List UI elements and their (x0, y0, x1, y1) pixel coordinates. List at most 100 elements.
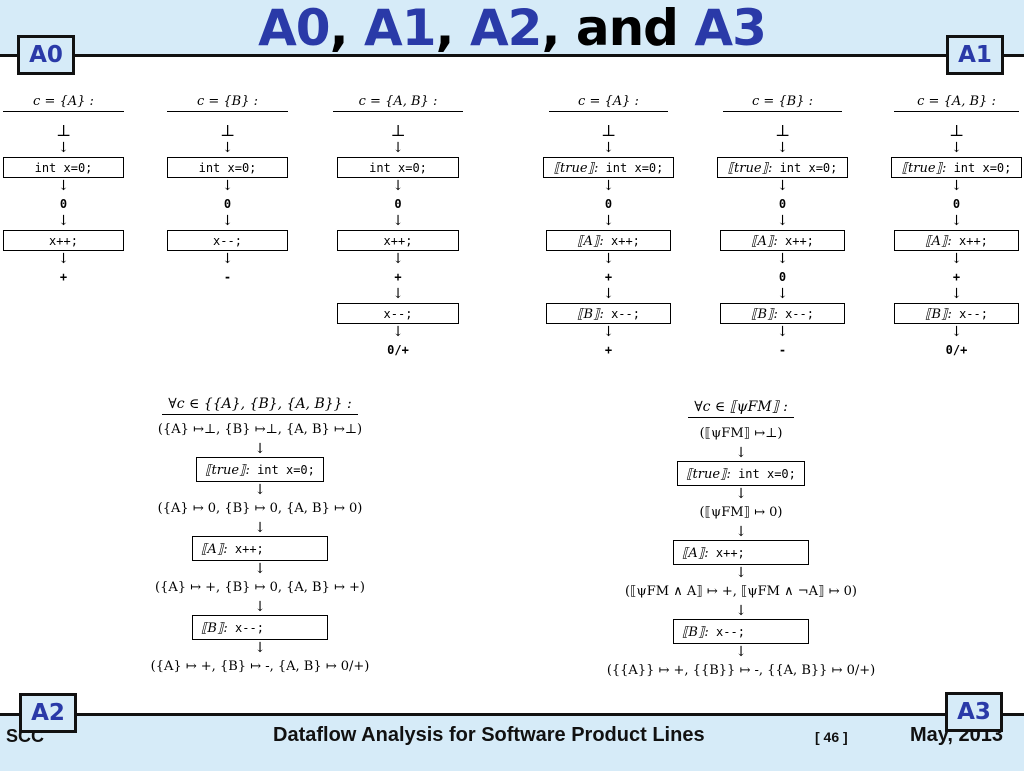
environment-value: ({A} ↦ +, {B} ↦ -, {A, B} ↦ 0/+) (150, 659, 370, 674)
down-arrow-icon: ↓ (392, 324, 404, 340)
down-arrow-icon: ↓ (950, 213, 963, 229)
down-arrow-icon: ↓ (602, 251, 615, 267)
down-arrow-icon: ↓ (221, 251, 234, 267)
down-arrow-icon: ↓ (950, 140, 963, 156)
statement-code: x--; (708, 625, 745, 639)
down-arrow-icon: ↓ (392, 251, 404, 267)
statement-node: x++; (3, 230, 124, 251)
statement-node: int x=0; (3, 157, 124, 178)
a2-header: ∀c ∈ {{A}, {B}, {A, B}} : (162, 396, 358, 415)
statement-node: ⟦true⟧: int x=0; (717, 157, 848, 178)
down-arrow-icon: ↓ (776, 286, 789, 302)
feature-annotation: ⟦B⟧: (201, 621, 228, 636)
a1-column-a: c = {A} : ⊥ ↓ ⟦true⟧: int x=0; ↓ 0 ↓ ⟦A⟧… (543, 94, 674, 359)
title-a3: A3 (694, 0, 766, 57)
corner-tag-a2: A2 (19, 693, 77, 733)
down-arrow-icon: ↓ (735, 445, 747, 461)
statement-code: x--; (227, 621, 264, 635)
down-arrow-icon: ↓ (950, 251, 963, 267)
down-arrow-icon: ↓ (602, 178, 615, 194)
lattice-value: 0 (778, 197, 787, 211)
down-arrow-icon: ↓ (602, 213, 615, 229)
statement-node: ⟦true⟧: int x=0; (196, 457, 324, 482)
down-arrow-icon: ↓ (254, 640, 266, 656)
down-arrow-icon: ↓ (392, 286, 404, 302)
statement-code: x++; (951, 234, 988, 248)
down-arrow-icon: ↓ (57, 178, 70, 194)
environment-value: (⟦ψFM⟧ ↦ 0) (699, 505, 783, 520)
down-arrow-icon: ↓ (254, 599, 266, 615)
column-header: c = {A} : (549, 94, 668, 112)
statement-code: x++; (603, 234, 640, 248)
down-arrow-icon: ↓ (776, 213, 789, 229)
down-arrow-icon: ↓ (392, 140, 404, 156)
feature-annotation: ⟦B⟧: (577, 307, 604, 322)
down-arrow-icon: ↓ (392, 213, 404, 229)
down-arrow-icon: ↓ (735, 524, 747, 540)
lattice-value: + (952, 270, 961, 284)
a1-column-b: c = {B} : ⊥ ↓ ⟦true⟧: int x=0; ↓ 0 ↓ ⟦A⟧… (717, 94, 848, 359)
feature-annotation: ⟦true⟧: (553, 161, 599, 176)
lattice-value: + (604, 343, 613, 357)
down-arrow-icon: ↓ (254, 561, 266, 577)
statement-code: x--; (951, 307, 988, 321)
title-band (0, 0, 1024, 57)
feature-annotation: ⟦A⟧: (925, 234, 952, 249)
title-and: , and (541, 0, 679, 57)
statement-node: x--; (337, 303, 459, 324)
environment-value: ({A} ↦ 0, {B} ↦ 0, {A, B} ↦ 0) (157, 501, 363, 516)
title-comma-2: , (435, 0, 455, 57)
lattice-value: 0/+ (945, 343, 968, 357)
feature-annotation: ⟦true⟧: (727, 161, 773, 176)
title-a0: A0 (258, 0, 330, 57)
statement-node: ⟦true⟧: int x=0; (677, 461, 805, 486)
statement-node: ⟦B⟧: x--; (546, 303, 671, 324)
column-header: c = {A, B} : (333, 94, 463, 112)
down-arrow-icon: ↓ (776, 251, 789, 267)
statement-node: int x=0; (167, 157, 288, 178)
down-arrow-icon: ↓ (57, 213, 70, 229)
a3-analysis: ∀c ∈ ⟦ψFM⟧ : (⟦ψFM⟧ ↦⊥) ↓ ⟦true⟧: int x=… (556, 399, 926, 682)
lattice-value: 0 (778, 270, 787, 284)
statement-node: ⟦true⟧: int x=0; (891, 157, 1022, 178)
lattice-value: 0 (952, 197, 961, 211)
a0-column-b: c = {B} : ⊥ ↓ int x=0; ↓ 0 ↓ x--; ↓ - (167, 94, 288, 286)
feature-annotation: ⟦A⟧: (682, 546, 709, 561)
lattice-value: 0 (59, 197, 68, 211)
bottom-value: ⊥ (600, 121, 617, 140)
feature-annotation: ⟦B⟧: (925, 307, 952, 322)
statement-node: ⟦B⟧: x--; (673, 619, 809, 644)
down-arrow-icon: ↓ (776, 140, 789, 156)
statement-code: int x=0; (730, 467, 796, 481)
statement-node: ⟦A⟧: x++; (546, 230, 671, 251)
down-arrow-icon: ↓ (735, 565, 747, 581)
statement-node: ⟦true⟧: int x=0; (543, 157, 674, 178)
statement-code: x--; (603, 307, 640, 321)
down-arrow-icon: ↓ (950, 178, 963, 194)
down-arrow-icon: ↓ (735, 603, 747, 619)
statement-node: ⟦B⟧: x--; (894, 303, 1019, 324)
slide-title: A0, A1, A2, and A3 (0, 0, 1024, 58)
down-arrow-icon: ↓ (254, 520, 266, 536)
lattice-value: + (604, 270, 613, 284)
environment-value: ({A} ↦⊥, {B} ↦⊥, {A, B} ↦⊥) (157, 422, 363, 437)
a0-column-a: c = {A} : ⊥ ↓ int x=0; ↓ 0 ↓ x++; ↓ + (3, 94, 124, 286)
footer-band (0, 713, 1024, 771)
down-arrow-icon: ↓ (602, 286, 615, 302)
environment-value: (⟦ψFM ∧ A⟧ ↦ +, ⟦ψFM ∧ ¬A⟧ ↦ 0) (625, 584, 857, 599)
corner-tag-a3: A3 (945, 692, 1003, 732)
feature-annotation: ⟦A⟧: (751, 234, 778, 249)
lattice-value: 0 (223, 197, 232, 211)
title-a2: A2 (469, 0, 542, 57)
feature-annotation: ⟦true⟧: (205, 463, 250, 478)
down-arrow-icon: ↓ (221, 140, 234, 156)
feature-annotation: ⟦B⟧: (751, 307, 778, 322)
statement-code: int x=0; (249, 463, 315, 477)
down-arrow-icon: ↓ (735, 644, 747, 660)
feature-annotation: ⟦A⟧: (577, 234, 604, 249)
corner-tag-a1: A1 (946, 35, 1004, 75)
lattice-value: 0 (394, 197, 402, 211)
column-header: c = {A} : (3, 94, 124, 112)
down-arrow-icon: ↓ (735, 486, 747, 502)
statement-node: ⟦A⟧: x++; (894, 230, 1019, 251)
